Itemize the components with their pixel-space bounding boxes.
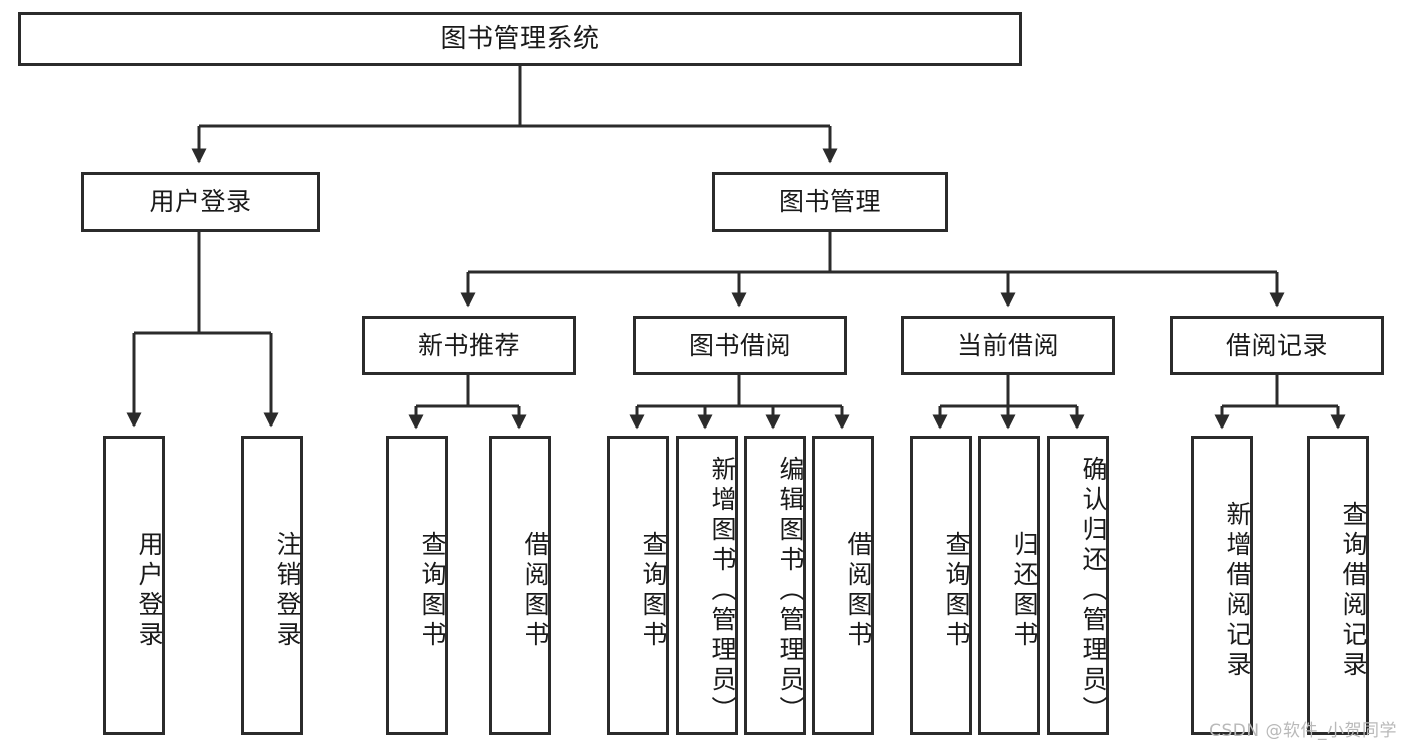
node-current-borrow[interactable]: 当前借阅 <box>901 316 1115 375</box>
leaf-book-borrow-query-book[interactable]: 查询图书 <box>607 436 669 735</box>
leaf-label: 归还图书 <box>1010 530 1039 651</box>
leaf-current-borrow-query-book[interactable]: 查询图书 <box>910 436 972 735</box>
leaf-label: 查询图书 <box>942 530 971 651</box>
node-new-book-recommend[interactable]: 新书推荐 <box>362 316 576 375</box>
node-book-management-label: 图书管理 <box>778 187 881 217</box>
leaf-book-borrow-borrow-book[interactable]: 借阅图书 <box>812 436 874 735</box>
leaf-label: 用户登录 <box>135 530 164 651</box>
node-user-login-label: 用户登录 <box>149 187 252 217</box>
leaf-current-borrow-confirm-return[interactable]: 确认归还（管理员） <box>1047 436 1109 735</box>
leaf-borrow-record-query-record[interactable]: 查询借阅记录 <box>1307 436 1369 735</box>
leaf-label: 新增借阅记录 <box>1223 500 1252 681</box>
leaf-label: 查询图书 <box>418 530 447 651</box>
leaf-label: 编辑图书（管理员） <box>776 455 805 726</box>
node-book-borrow[interactable]: 图书借阅 <box>633 316 847 375</box>
leaf-label: 借阅图书 <box>521 530 550 651</box>
node-borrow-record[interactable]: 借阅记录 <box>1170 316 1384 375</box>
leaf-label: 查询图书 <box>639 530 668 651</box>
leaf-label: 借阅图书 <box>844 530 873 651</box>
watermark-text: CSDN @软件_小贺同学 <box>1209 721 1397 741</box>
node-user-login[interactable]: 用户登录 <box>81 172 320 232</box>
node-book-borrow-label: 图书借阅 <box>688 330 791 360</box>
leaf-user-login-login[interactable]: 用户登录 <box>103 436 165 735</box>
node-root-system[interactable]: 图书管理系统 <box>18 12 1022 66</box>
node-borrow-record-label: 借阅记录 <box>1225 330 1328 360</box>
leaf-new-book-query-book[interactable]: 查询图书 <box>386 436 448 735</box>
node-new-book-recommend-label: 新书推荐 <box>417 330 520 360</box>
node-book-management[interactable]: 图书管理 <box>712 172 948 232</box>
leaf-book-borrow-edit-book[interactable]: 编辑图书（管理员） <box>744 436 806 735</box>
leaf-borrow-record-add-record[interactable]: 新增借阅记录 <box>1191 436 1253 735</box>
leaf-user-login-logout[interactable]: 注销登录 <box>241 436 303 735</box>
leaf-current-borrow-return-book[interactable]: 归还图书 <box>978 436 1040 735</box>
leaf-label: 确认归还（管理员） <box>1079 455 1108 726</box>
node-root-label: 图书管理系统 <box>440 23 600 54</box>
leaf-label: 新增图书（管理员） <box>708 455 737 726</box>
node-current-borrow-label: 当前借阅 <box>956 330 1059 360</box>
leaf-book-borrow-add-book[interactable]: 新增图书（管理员） <box>676 436 738 735</box>
leaf-label: 查询借阅记录 <box>1339 500 1368 681</box>
leaf-new-book-borrow-book[interactable]: 借阅图书 <box>489 436 551 735</box>
leaf-label: 注销登录 <box>273 530 302 651</box>
